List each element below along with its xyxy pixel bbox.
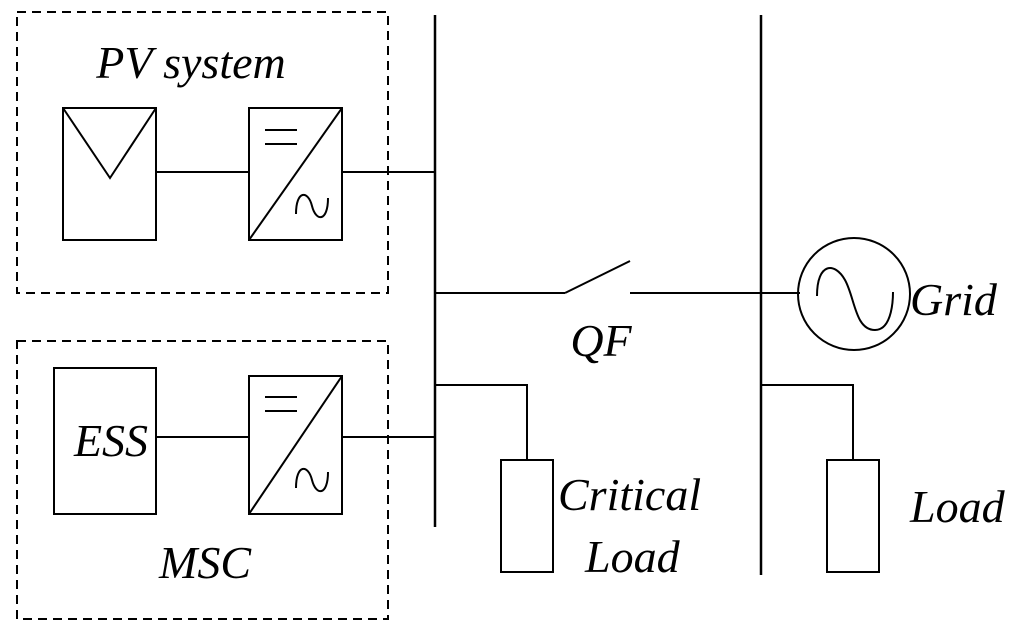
qf-label: QF	[570, 315, 632, 366]
pv-dc-ac-converter-icon	[248, 107, 343, 241]
pv-system-boundary	[16, 11, 389, 294]
pv-panel-icon	[62, 107, 157, 241]
critical-load-label-line1: Critical	[558, 469, 701, 520]
ess-dc-ac-converter-icon	[248, 375, 343, 515]
load-wire	[761, 384, 854, 460]
critical-load-box	[500, 459, 554, 573]
grid-source-icon	[797, 237, 911, 351]
load-label: Load	[909, 481, 1006, 532]
load-box	[826, 459, 880, 573]
pv-system-label: PV system	[95, 37, 286, 88]
critical-load-wire	[435, 384, 528, 460]
grid-label: Grid	[910, 274, 998, 325]
ess-label: ESS	[73, 415, 148, 466]
ess-box	[53, 367, 157, 515]
critical-load-label-line2: Load	[584, 531, 681, 582]
msc-label: MSC	[158, 537, 252, 588]
msc-boundary	[16, 340, 389, 620]
qf-switch-icon	[435, 260, 800, 294]
